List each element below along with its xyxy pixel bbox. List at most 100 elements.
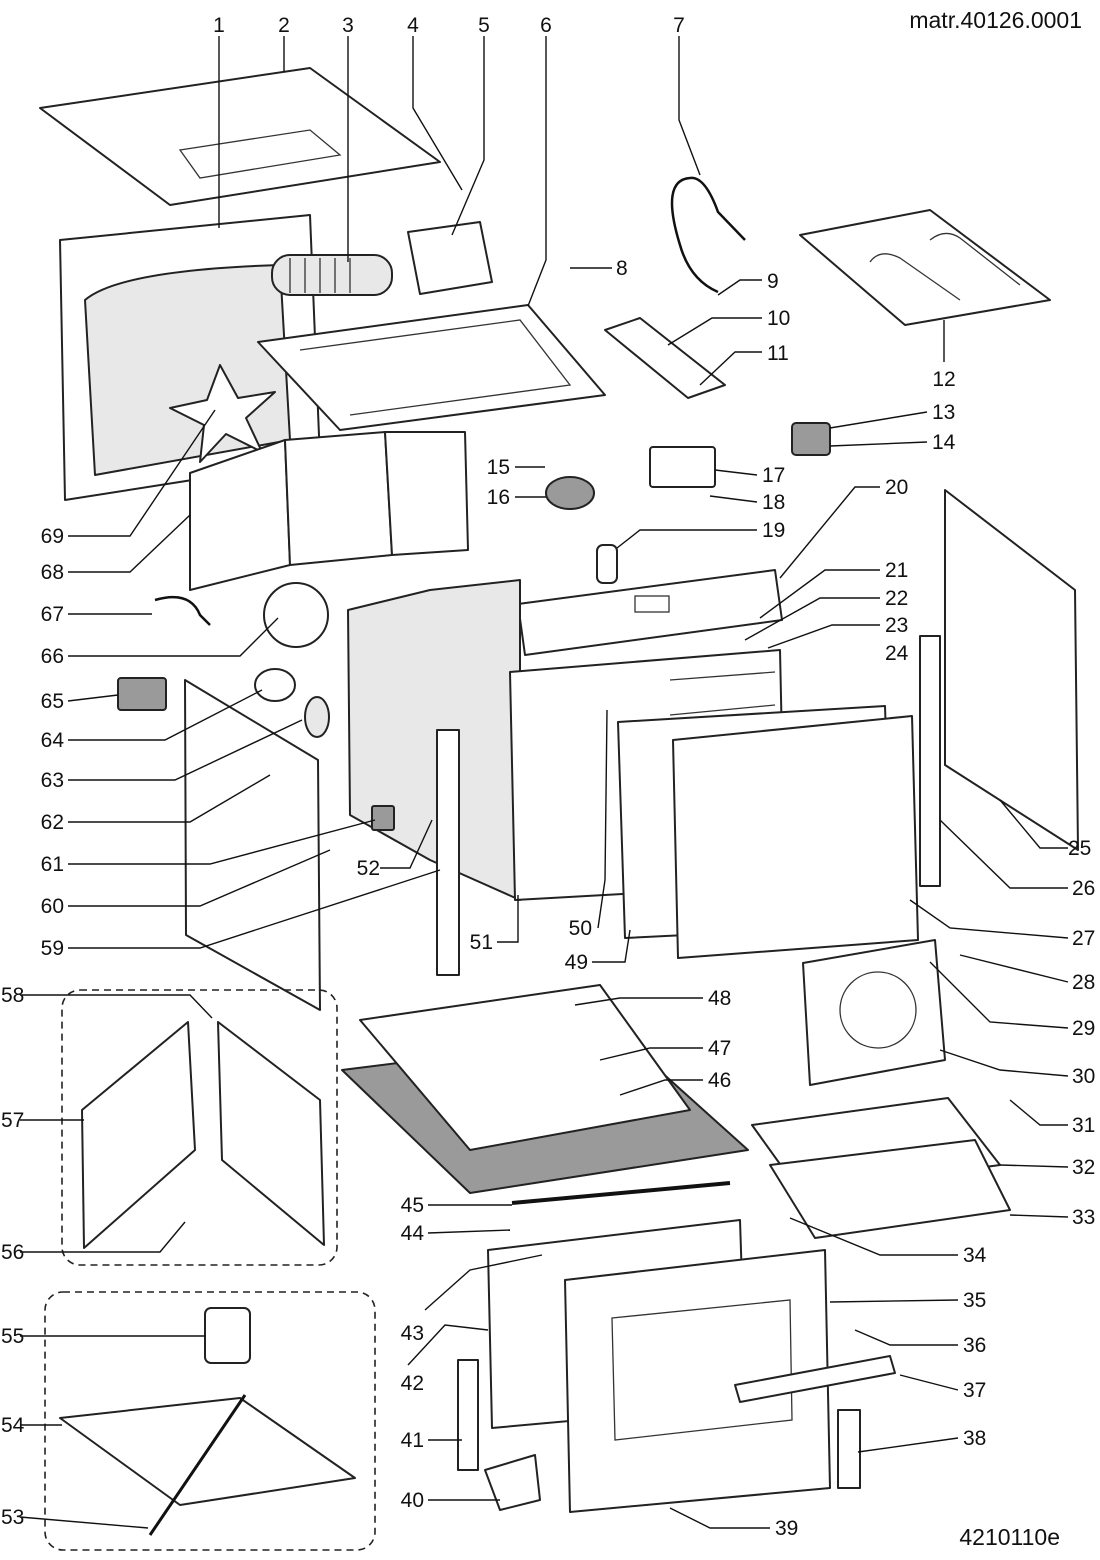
callout-26: 26: [1072, 877, 1095, 900]
material-code: matr.40126.0001: [909, 7, 1082, 33]
terminal-block: [117, 677, 167, 711]
callout-69: 69: [41, 525, 64, 548]
callout-42: 42: [401, 1372, 424, 1395]
top-cover: [39, 67, 441, 206]
parts-artwork: [39, 67, 1079, 1551]
front-rail-right: [919, 635, 941, 887]
hinge-right: [837, 1409, 861, 1489]
callout-48: 48: [708, 987, 731, 1010]
callout-33: 33: [1072, 1206, 1095, 1229]
lamp-cover: [304, 696, 330, 738]
callout-34: 34: [963, 1244, 987, 1267]
callout-1: 1: [213, 14, 225, 37]
callout-45: 45: [401, 1194, 424, 1217]
connection-box: [407, 221, 493, 295]
callout-5: 5: [478, 14, 490, 37]
right-side-panel: [944, 489, 1079, 851]
callout-14: 14: [932, 431, 956, 454]
callout-65: 65: [41, 690, 64, 713]
callout-61: 61: [41, 853, 64, 876]
tangential-fan: [271, 254, 393, 296]
wire-rack: [769, 1139, 1011, 1239]
grill-heating-element: [799, 209, 1051, 326]
callout-2: 2: [278, 14, 290, 37]
lamp-holder: [254, 668, 296, 702]
callout-68: 68: [41, 561, 64, 584]
callout-20: 20: [885, 476, 908, 499]
callout-30: 30: [1072, 1065, 1095, 1088]
callout-4: 4: [407, 14, 419, 37]
callout-62: 62: [41, 811, 64, 834]
callout-12: 12: [932, 368, 955, 391]
callout-41: 41: [401, 1429, 424, 1452]
top-plate: [257, 304, 606, 431]
callout-64: 64: [41, 729, 65, 752]
callout-57: 57: [1, 1109, 24, 1132]
callout-52: 52: [357, 857, 380, 880]
callout-67: 67: [41, 603, 64, 626]
left-side-panel: [184, 679, 321, 1011]
callout-16: 16: [487, 486, 510, 509]
leader-lines: [19, 36, 1069, 1529]
callout-7: 7: [673, 14, 685, 37]
callout-labels: 1 2 3 4 5 6 7 8 9 10 11 12 13 14 15 16 1…: [1, 14, 1095, 1540]
door-seal: [672, 715, 919, 959]
callout-43: 43: [401, 1322, 424, 1345]
hinge-cover: [457, 1359, 479, 1471]
door-seal-strip: [511, 1181, 731, 1205]
callout-39: 39: [775, 1517, 798, 1540]
callout-63: 63: [41, 769, 64, 792]
side-runner-left: [81, 1021, 196, 1249]
callout-3: 3: [342, 14, 354, 37]
bracket: [371, 805, 395, 831]
knob-spindle: [596, 544, 618, 584]
rotisserie-motor: [204, 1307, 251, 1364]
callout-8: 8: [616, 257, 628, 280]
callout-53: 53: [1, 1506, 24, 1529]
callout-29: 29: [1072, 1017, 1095, 1040]
accessory-box-side-runners: [61, 989, 338, 1266]
callout-54: 54: [1, 1414, 25, 1437]
callout-66: 66: [41, 645, 64, 668]
callout-23: 23: [885, 614, 908, 637]
front-rail-left: [436, 729, 460, 976]
callout-46: 46: [708, 1069, 731, 1092]
callout-55: 55: [1, 1325, 24, 1348]
callout-56: 56: [1, 1241, 24, 1264]
callout-35: 35: [963, 1289, 986, 1312]
earth-cable: [154, 595, 211, 626]
callout-31: 31: [1072, 1114, 1095, 1137]
callout-22: 22: [885, 587, 908, 610]
bottom-heating-element: [359, 984, 691, 1151]
oven-cavity: [347, 579, 521, 901]
callout-60: 60: [41, 895, 64, 918]
callout-15: 15: [487, 456, 510, 479]
callout-10: 10: [767, 307, 790, 330]
callout-32: 32: [1072, 1156, 1095, 1179]
callout-51: 51: [470, 931, 493, 954]
callout-9: 9: [767, 270, 779, 293]
rear-fan-shroud: [802, 939, 946, 1086]
callout-24: 24: [885, 642, 909, 665]
callout-19: 19: [762, 519, 785, 542]
callout-49: 49: [565, 951, 588, 974]
drawing-number: 4210110e: [959, 1524, 1060, 1550]
rotisserie-spit: [148, 1394, 247, 1536]
callout-44: 44: [401, 1222, 425, 1245]
control-board: [604, 317, 726, 399]
callout-11: 11: [767, 342, 789, 365]
callout-50: 50: [569, 917, 592, 940]
callout-58: 58: [1, 984, 24, 1007]
callout-6: 6: [540, 14, 552, 37]
callout-40: 40: [401, 1489, 424, 1512]
power-plug: [791, 422, 831, 456]
callout-36: 36: [963, 1334, 986, 1357]
callout-37: 37: [963, 1379, 986, 1402]
callout-47: 47: [708, 1037, 731, 1060]
circular-heating-element: [263, 582, 329, 648]
accessory-box-rotisserie: [44, 1291, 376, 1551]
callout-59: 59: [41, 937, 64, 960]
callout-17: 17: [762, 464, 785, 487]
callout-18: 18: [762, 491, 785, 514]
